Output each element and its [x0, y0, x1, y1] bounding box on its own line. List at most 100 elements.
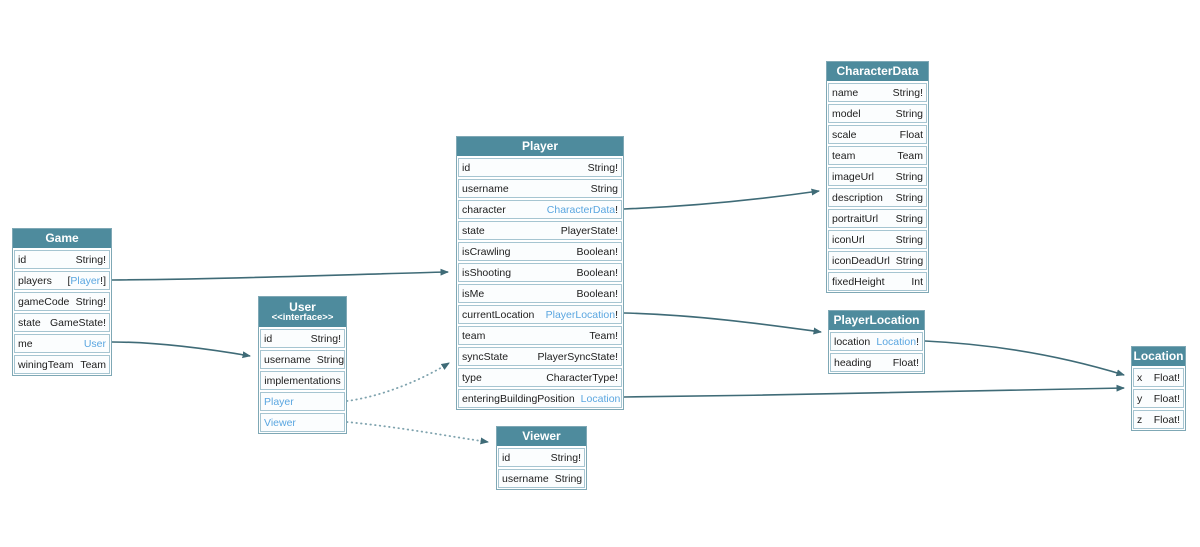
type-text: String: [895, 191, 923, 204]
edge-player-character-to-characterdata: [623, 188, 820, 210]
field-name: z: [1137, 413, 1143, 426]
edge-user-player-impl-to-player: [346, 362, 450, 402]
type-header-player[interactable]: Player: [457, 137, 623, 156]
type-link[interactable]: PlayerLocation: [545, 308, 616, 321]
type-link[interactable]: Location: [876, 335, 917, 348]
type-title: Player: [521, 139, 559, 154]
field-name: location: [834, 335, 871, 348]
type-link[interactable]: CharacterData: [546, 203, 616, 216]
type-header-user[interactable]: User<<interface>>: [259, 297, 346, 327]
field-name: state: [18, 316, 41, 329]
field-row-iconurl: iconUrl String: [828, 230, 927, 249]
type-link[interactable]: User: [83, 337, 106, 350]
field-type: Float!: [1154, 372, 1180, 384]
type-title: PlayerLocation: [833, 313, 920, 328]
field-name: enteringBuildingPosition: [462, 392, 575, 405]
field-name: fixedHeight: [832, 275, 885, 288]
field-row-currentlocation: currentLocation PlayerLocation!: [458, 305, 622, 324]
field-name: team: [832, 149, 856, 162]
field-type: [Player!]: [67, 275, 106, 287]
field-type: User: [84, 338, 106, 350]
field-name: username: [264, 353, 311, 366]
field-type: String!: [893, 87, 923, 99]
field-row-winingteam: winingTeam Team: [14, 355, 110, 374]
type-text: Team: [80, 358, 106, 371]
type-header-location[interactable]: Location: [1132, 347, 1185, 366]
field-name: winingTeam: [18, 358, 74, 371]
field-row-fixedheight: fixedHeight Int: [828, 272, 927, 291]
field-name: gameCode: [18, 295, 70, 308]
field-type: String: [317, 354, 344, 366]
field-name: players: [18, 274, 52, 287]
type-text: Int: [911, 275, 923, 288]
field-type: String: [896, 192, 923, 204]
field-name: currentLocation: [462, 308, 535, 321]
type-text: String!: [310, 332, 341, 345]
field-name: description: [832, 191, 883, 204]
type-title: Game: [45, 231, 79, 246]
field-row-location: location Location!: [830, 332, 923, 351]
field-type: Team: [897, 150, 923, 162]
type-header-characterdata[interactable]: CharacterData: [827, 62, 928, 81]
type-text: !: [615, 203, 618, 216]
type-link[interactable]: Player: [70, 274, 101, 287]
type-text: String!: [75, 253, 106, 266]
type-text: [: [67, 274, 71, 287]
implementation-link[interactable]: Player: [264, 395, 294, 408]
field-type: String: [896, 255, 923, 267]
field-name: id: [502, 451, 511, 464]
field-type: Float: [900, 129, 923, 141]
type-header-game[interactable]: Game: [13, 229, 111, 248]
type-text: String: [895, 254, 924, 267]
field-row-isshooting: isShooting Boolean!: [458, 263, 622, 282]
field-type: String: [591, 183, 618, 195]
type-title: Viewer: [522, 429, 561, 444]
type-header-playerlocation[interactable]: PlayerLocation: [829, 311, 924, 330]
type-link[interactable]: Location: [580, 392, 621, 405]
field-name: username: [462, 182, 509, 195]
field-type: String: [896, 234, 923, 246]
edge-player-enteringbuildingposition-to-location: [623, 384, 1125, 398]
type-text: Team!: [589, 329, 618, 342]
field-type: CharacterData!: [547, 204, 618, 216]
field-type: PlayerState!: [561, 225, 618, 237]
implementation-link[interactable]: Viewer: [264, 416, 296, 429]
field-type: Location!: [876, 336, 919, 348]
type-text: Boolean!: [576, 287, 618, 300]
field-type: Int: [911, 276, 923, 288]
type-text: String!: [75, 295, 106, 308]
type-text: !: [615, 308, 618, 321]
type-text: String: [895, 212, 923, 225]
field-name: isShooting: [462, 266, 512, 279]
edge-user-viewer-impl-to-viewer: [346, 421, 489, 445]
field-row-gamecode: gameCode String!: [14, 292, 110, 311]
type-text: String!: [587, 161, 618, 174]
field-name: id: [462, 161, 471, 174]
type-text: String: [554, 472, 583, 485]
field-name: character: [462, 203, 506, 216]
edge-playerlocation-location-to-location: [924, 340, 1125, 377]
type-text: Float!: [1153, 413, 1180, 426]
field-type: Team: [80, 359, 106, 371]
field-type: String: [555, 473, 582, 485]
field-name: y: [1137, 392, 1143, 405]
field-type: Boolean!: [577, 267, 618, 279]
field-type: PlayerLocation!: [546, 309, 618, 321]
field-type: Float!: [1154, 414, 1180, 426]
type-header-viewer[interactable]: Viewer: [497, 427, 586, 446]
field-name: iconUrl: [832, 233, 865, 246]
field-row-implementations: implementations: [260, 371, 345, 390]
